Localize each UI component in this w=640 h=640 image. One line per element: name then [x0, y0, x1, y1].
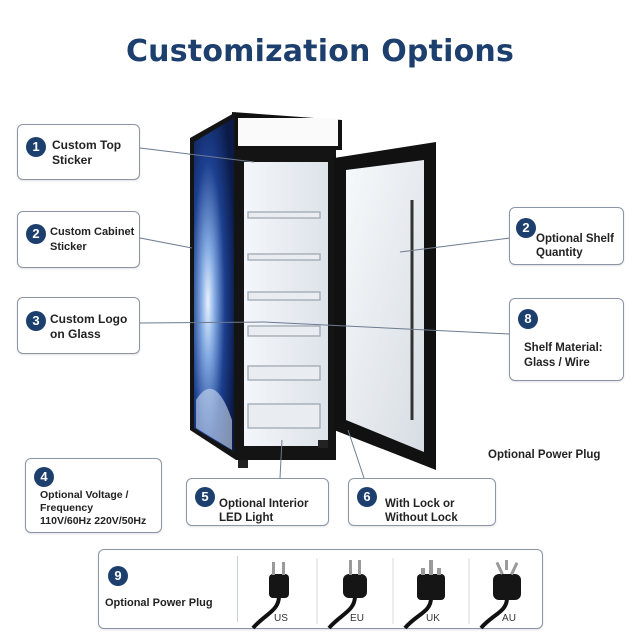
plug-label-us: US: [274, 613, 288, 624]
eu-plug-icon: [327, 560, 367, 630]
badge-number: 4: [34, 467, 54, 487]
power-plug-note: Optional Power Plug: [488, 449, 601, 461]
plug-panel-label: Optional Power Plug: [105, 597, 213, 609]
shelves: [247, 211, 321, 429]
badge-number: 8: [518, 309, 538, 329]
badge-number: 9: [108, 566, 128, 586]
cabinet-side-panel: [190, 112, 236, 460]
badge-number: 6: [357, 487, 377, 507]
plug-label-uk: UK: [426, 613, 440, 624]
callout-label: Shelf Material:Glass / Wire: [524, 342, 603, 369]
panel-divider: [237, 556, 238, 622]
badge-number: 2: [26, 224, 46, 244]
badge-number: 1: [26, 137, 46, 157]
top-sticker: [232, 112, 342, 150]
plug-icons: [251, 558, 521, 630]
glass-door: [334, 142, 436, 470]
callout-shelf-material: 8 Shelf Material:Glass / Wire: [509, 298, 624, 381]
plug-label-eu: EU: [350, 613, 364, 624]
badge-number: 3: [26, 311, 46, 331]
au-plug-icon: [479, 560, 521, 630]
uk-plug-icon: [403, 560, 445, 630]
plug-label-au: AU: [502, 613, 516, 624]
us-plug-icon: [251, 562, 289, 630]
badge-number: 5: [195, 487, 215, 507]
badge-number: 2: [516, 218, 536, 238]
plug-options-panel: 9 Optional Power Plug: [98, 549, 543, 630]
page-title: Customization Options: [125, 34, 515, 69]
